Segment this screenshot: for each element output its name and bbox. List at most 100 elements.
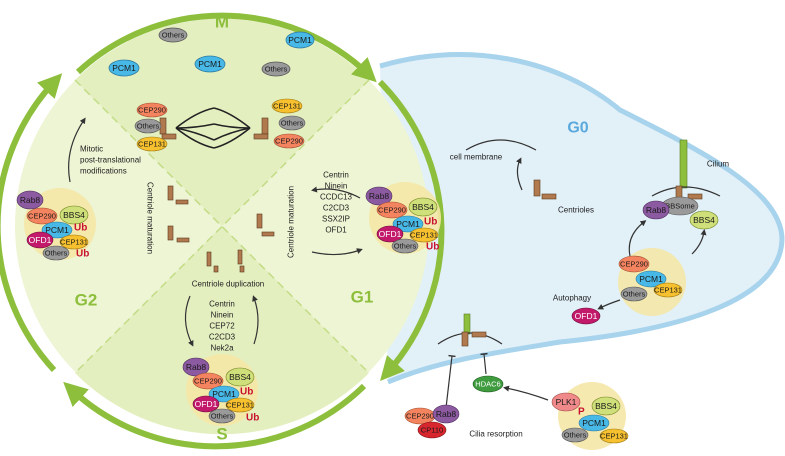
svg-text:CP110: CP110 <box>421 426 443 435</box>
svg-text:Others: Others <box>564 431 587 440</box>
s-arrow-down <box>184 295 194 347</box>
g0-arrow-membrane <box>515 157 523 191</box>
svg-text:BBS4: BBS4 <box>63 210 85 220</box>
centriole-maturation-right: Centriole maturation <box>287 186 296 258</box>
svg-text:BBS4: BBS4 <box>229 372 251 382</box>
cell-membrane-curve <box>465 139 537 151</box>
s-arrow-up <box>252 295 259 345</box>
svg-text:HDAC6: HDAC6 <box>475 380 500 389</box>
g2-satellite-cluster: Rab8 CEP290 BBS4 PCM1 Ub OFD1 CEP131 Oth… <box>16 188 96 261</box>
svg-text:PCM1: PCM1 <box>582 418 606 428</box>
svg-text:CEP131: CEP131 <box>600 432 628 441</box>
svg-text:OFD1: OFD1 <box>195 399 218 409</box>
ring-arc-g1 <box>377 79 445 381</box>
g1-protein-list: Centrin Ninein CCDC13 C2CD3 SSX2IP OFD1 <box>320 171 353 235</box>
resorption-membrane <box>437 332 503 345</box>
svg-text:CEP131: CEP131 <box>654 286 682 295</box>
svg-text:PCM1: PCM1 <box>288 35 312 45</box>
svg-text:Others: Others <box>623 290 646 299</box>
s-satellite-cluster: Rab8 CEP290 BBS4 PCM1 Ub OFD1 CEP131 Oth… <box>182 354 259 426</box>
g1-ub-2: Ub <box>426 242 439 253</box>
svg-text:Ninein: Ninein <box>211 311 234 320</box>
svg-text:Others: Others <box>162 31 185 40</box>
s-protein-list: Centrin Ninein CEP72 C2CD3 Nek2a <box>209 300 236 353</box>
svg-text:BBS4: BBS4 <box>412 202 434 212</box>
m-centrioles <box>159 117 269 140</box>
phase-g2-label: G2 <box>75 291 98 310</box>
m-dispersed-satellites: Others PCM1 PCM1 PCM1 Others <box>108 27 315 77</box>
bbs4-g0 <box>689 210 719 230</box>
cilium <box>679 139 688 189</box>
mitotic-ptm-label-1: Mitotic <box>80 145 103 154</box>
phase-m-label: M <box>215 13 229 32</box>
svg-text:CEP131: CEP131 <box>410 231 438 240</box>
g0-satellite-cluster: CEP290 PCM1 Others CEP131 <box>618 248 686 316</box>
g0-centrioles <box>533 179 557 200</box>
svg-text:OFD1: OFD1 <box>575 311 598 321</box>
svg-text:CEP131: CEP131 <box>60 238 88 247</box>
svg-text:Nek2a: Nek2a <box>210 344 234 353</box>
svg-text:SSX2IP: SSX2IP <box>322 215 350 224</box>
svg-text:CEP290: CEP290 <box>378 206 406 215</box>
svg-text:CEP131: CEP131 <box>273 102 301 111</box>
m-left-pole-cluster: CEP290 Others CEP131 <box>134 102 168 152</box>
svg-text:CEP290: CEP290 <box>275 137 303 146</box>
svg-text:Rab8: Rab8 <box>20 195 41 205</box>
svg-text:Others: Others <box>281 119 304 128</box>
g1-ub-1: Ub <box>424 217 437 228</box>
phase-g1-label: G1 <box>351 288 374 307</box>
svg-text:PCM1: PCM1 <box>45 225 69 235</box>
rab8-g0 <box>642 200 670 220</box>
svg-text:Ninein: Ninein <box>325 182 348 191</box>
mitotic-ptm-label-2: post-translational <box>80 156 141 165</box>
g2-to-m-arrow <box>68 117 86 183</box>
svg-text:PCM1: PCM1 <box>396 219 420 229</box>
g2-ub-1: Ub <box>74 223 87 234</box>
ring-arc-g2 <box>0 73 63 373</box>
plk1-phospho-p: P <box>578 407 585 418</box>
g2-ub-2: Ub <box>76 249 89 260</box>
svg-text:OFD1: OFD1 <box>29 235 52 245</box>
g0-arrow-to-bbs4 <box>691 229 707 255</box>
ofd1-autophagy <box>571 307 601 325</box>
svg-text:CEP290: CEP290 <box>194 377 222 386</box>
svg-text:Centrin: Centrin <box>209 300 235 309</box>
cilia-resorption-label: Cilia resorption <box>469 430 522 439</box>
s-ub-1: Ub <box>240 387 253 398</box>
mitotic-spindle <box>175 107 251 149</box>
centriole-maturation-left: Centriole maturation <box>146 182 155 254</box>
phase-g0-label: G0 <box>567 120 588 137</box>
inhibition-hdac6 <box>480 352 488 375</box>
s-quadrant <box>75 226 369 435</box>
plk1-to-hdac6-arrow <box>503 385 549 401</box>
svg-text:PCM1: PCM1 <box>212 389 236 399</box>
svg-text:C2CD3: C2CD3 <box>209 333 236 342</box>
svg-text:CEP72: CEP72 <box>209 322 235 331</box>
cell-membrane-label: cell membrane <box>450 153 503 162</box>
svg-text:CEP290: CEP290 <box>620 260 648 269</box>
svg-text:OFD1: OFD1 <box>325 226 347 235</box>
centriole-pairs-center <box>167 185 275 273</box>
resorption-centrioles <box>461 331 487 347</box>
m-quadrant <box>75 18 369 226</box>
svg-text:Rab8: Rab8 <box>436 409 457 419</box>
s-ub-2: Ub <box>246 413 259 424</box>
g0-arrow-to-rab8 <box>628 220 647 257</box>
mitotic-ptm-label-3: modifications <box>80 167 127 176</box>
phase-s-label: S <box>216 425 227 444</box>
svg-text:Centrin: Centrin <box>323 171 349 180</box>
ring-arc-s <box>63 381 367 450</box>
svg-text:OFD1: OFD1 <box>379 229 402 239</box>
svg-text:Others: Others <box>265 65 288 74</box>
autophagy-arrow <box>597 299 621 310</box>
svg-text:Rab8: Rab8 <box>646 205 667 215</box>
inhibition-cep290-rab8 <box>445 354 456 409</box>
ring-arc-m <box>75 12 377 83</box>
autophagy-label: Autophagy <box>553 294 591 303</box>
divider-1 <box>74 79 370 374</box>
svg-text:CEP131: CEP131 <box>226 401 254 410</box>
cilium-membrane <box>651 186 721 197</box>
svg-text:Others: Others <box>211 412 234 421</box>
svg-text:PCM1: PCM1 <box>198 59 222 69</box>
